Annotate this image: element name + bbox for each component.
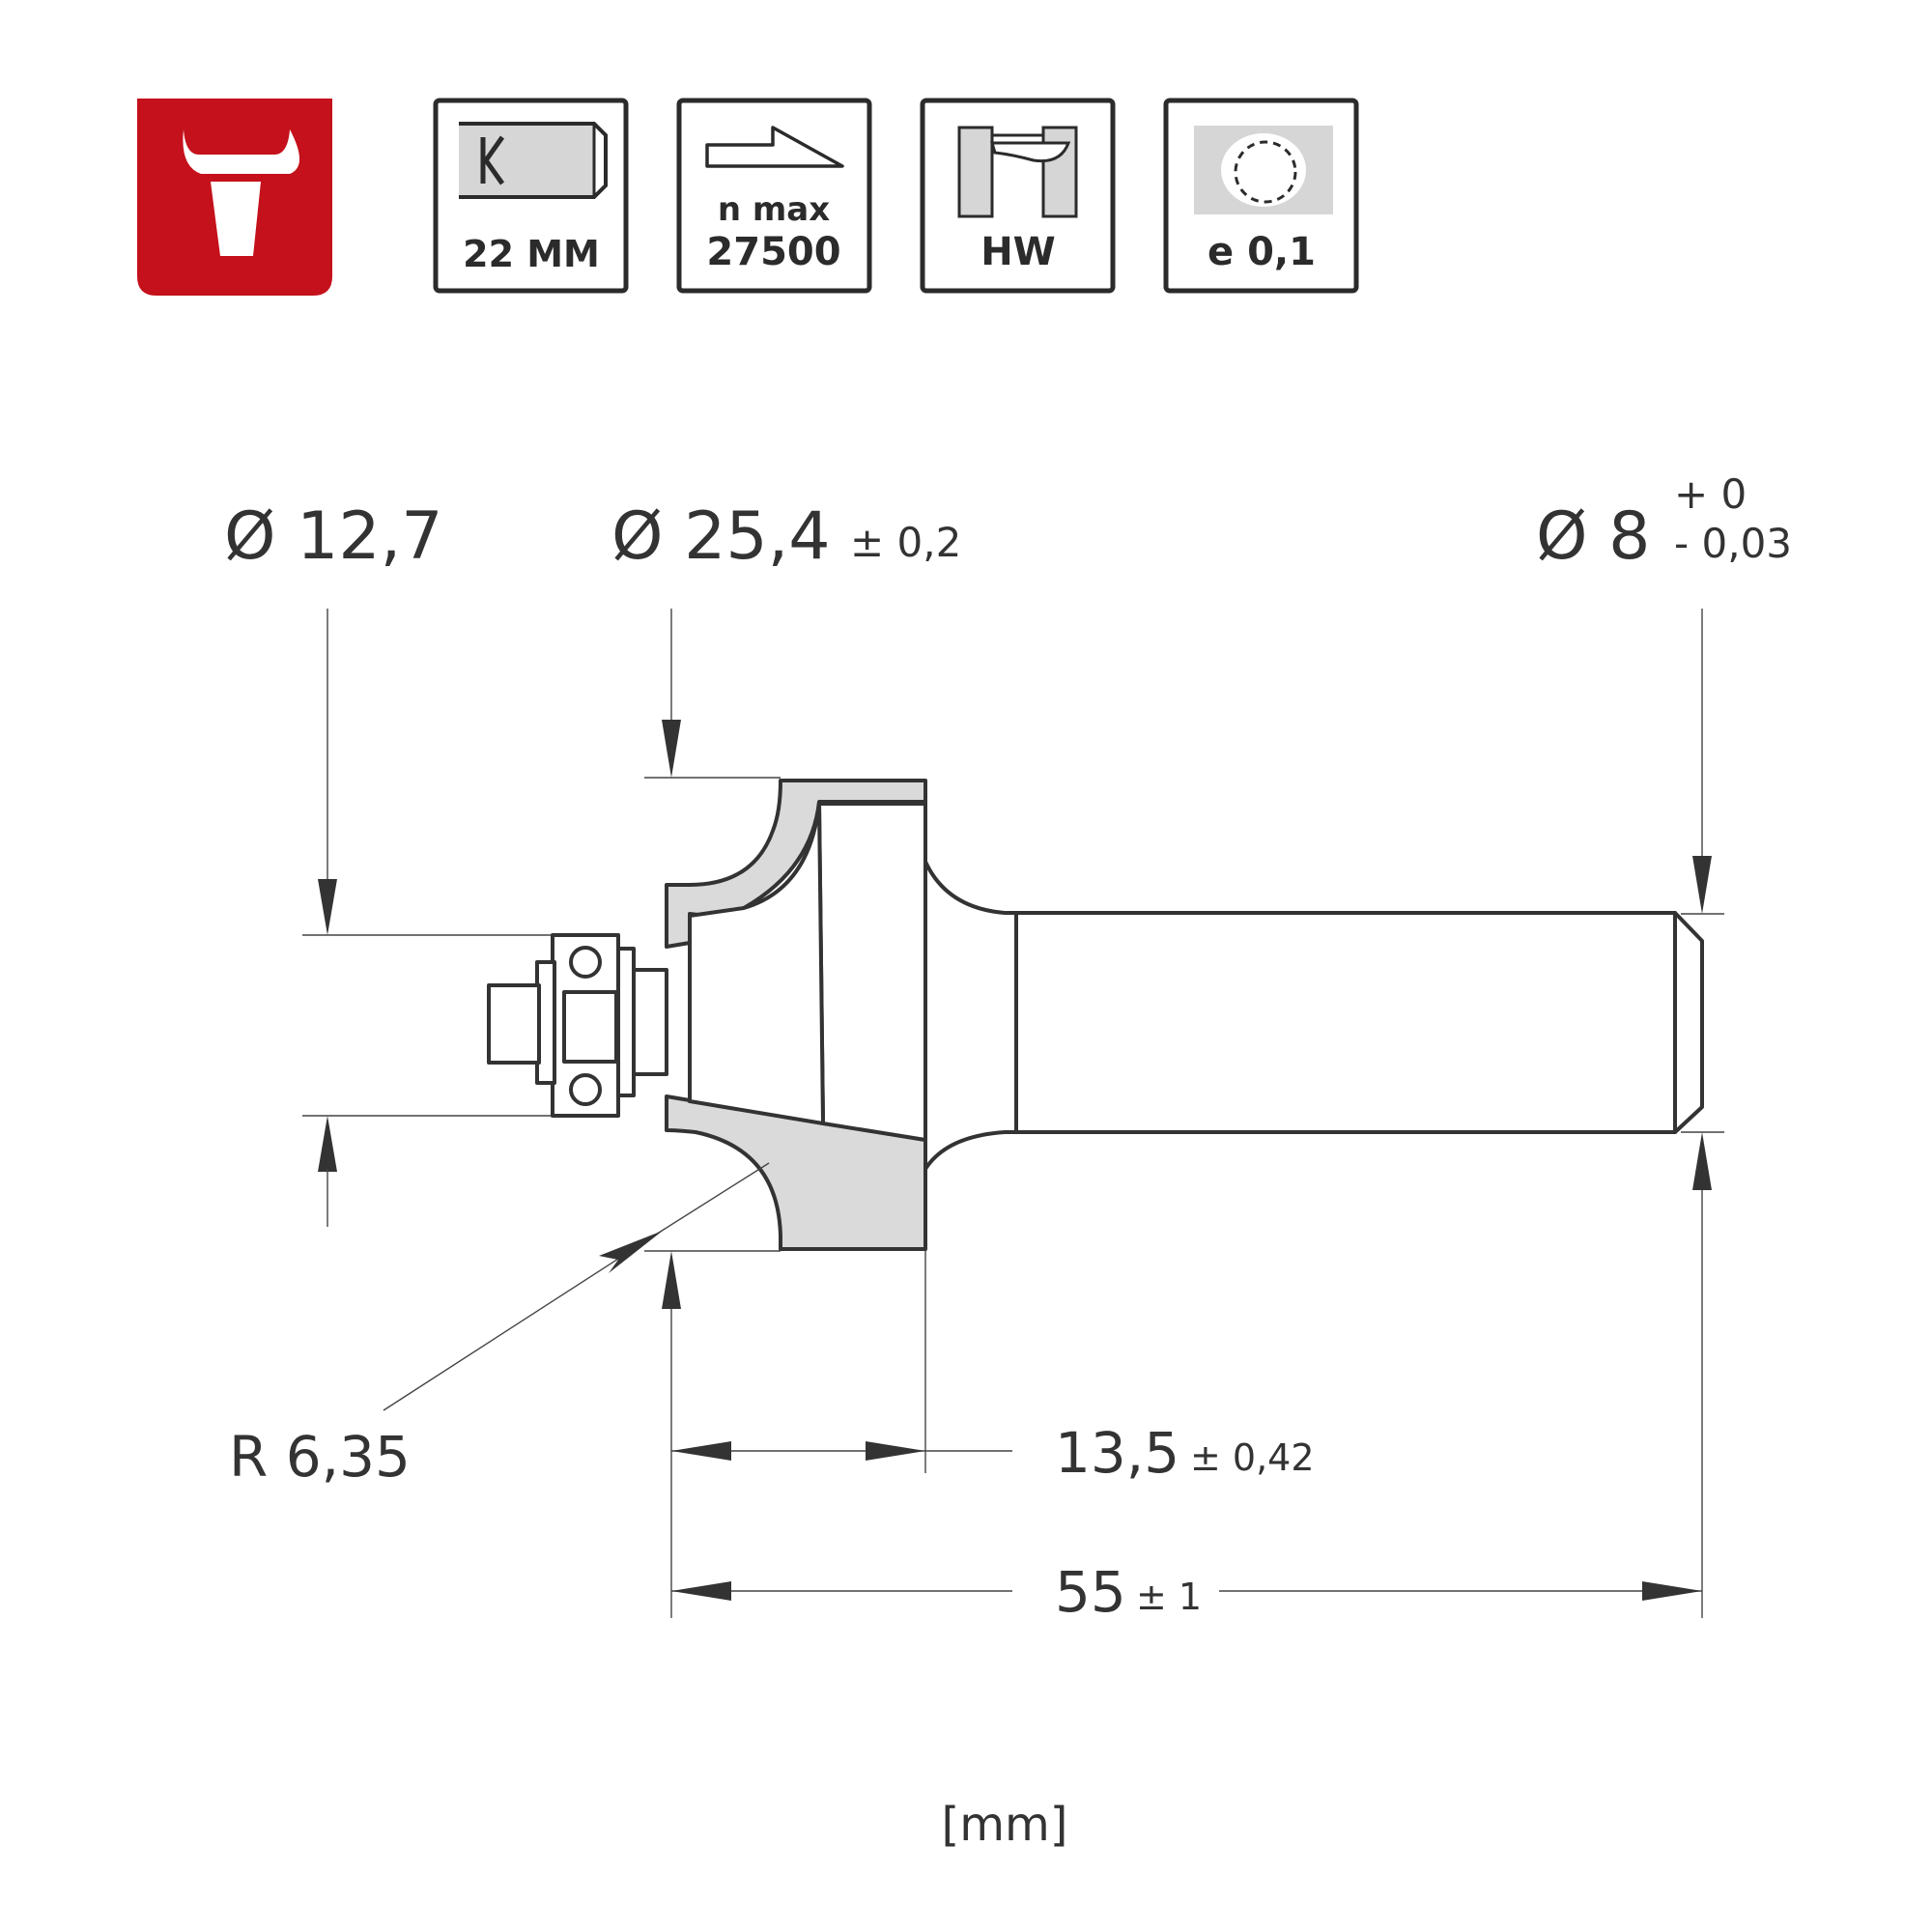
shank-tolerance-lower: - 0,03 <box>1674 520 1792 567</box>
shank-neck <box>923 860 1020 1171</box>
router-bit <box>487 779 1704 1251</box>
speed-label-line1: n max <box>718 190 830 229</box>
shank-diameter-label: Ø 8 <box>1536 498 1650 575</box>
brand-logo <box>137 99 332 296</box>
cutting-diameter-tolerance: ± 0,2 <box>850 519 961 566</box>
bearing-ball-bottom <box>569 1073 602 1106</box>
radius-label: R 6,35 <box>229 1424 411 1490</box>
cutting-diameter-label: Ø 25,4 <box>611 498 831 575</box>
cutting-diameter-dimension <box>644 609 781 1618</box>
material-icon <box>957 126 1078 218</box>
shank-diameter-dimension <box>1681 609 1724 1618</box>
bearing-dimension <box>302 609 553 1227</box>
shank-label: 22 MM <box>463 233 600 275</box>
bull-head-icon <box>183 129 299 256</box>
shank-tolerance-upper: + 0 <box>1674 470 1747 518</box>
cutting-length-dimension <box>671 1441 1012 1461</box>
eccentricity-icon <box>1194 126 1333 214</box>
bearing-diameter-label: Ø 12,7 <box>224 498 443 575</box>
cutting-length-tolerance: ± 0,42 <box>1190 1436 1315 1479</box>
bearing-spacer <box>628 968 668 1076</box>
speed-label-line2: 27500 <box>706 230 840 274</box>
bearing-ball-top <box>569 946 602 979</box>
eccentricity-icon-box: e 0,1 <box>1163 98 1359 294</box>
shank-icon-box: 22 MM <box>433 98 629 294</box>
total-length-dimension <box>671 1581 1702 1601</box>
cutter-inner <box>688 802 825 1125</box>
total-length-label: 55 <box>1055 1559 1126 1625</box>
speed-icon-box: n max 27500 <box>676 98 872 294</box>
total-length-tolerance: ± 1 <box>1136 1576 1202 1618</box>
cutting-length-label: 13,5 <box>1055 1420 1179 1486</box>
material-label: HW <box>980 230 1056 274</box>
bearing-inner-race <box>562 990 618 1064</box>
speed-icon <box>705 126 844 168</box>
eccentricity-label: e 0,1 <box>1208 230 1316 274</box>
unit-label: [mm] <box>942 1798 1068 1852</box>
shank-icon <box>459 122 608 199</box>
bearing-bolt-head <box>487 983 541 1065</box>
material-icon-box: HW <box>920 98 1116 294</box>
radius-leader <box>383 1162 770 1411</box>
shank <box>1014 911 1704 1134</box>
cutter-face <box>817 802 927 1142</box>
cutter-body <box>665 779 927 1251</box>
